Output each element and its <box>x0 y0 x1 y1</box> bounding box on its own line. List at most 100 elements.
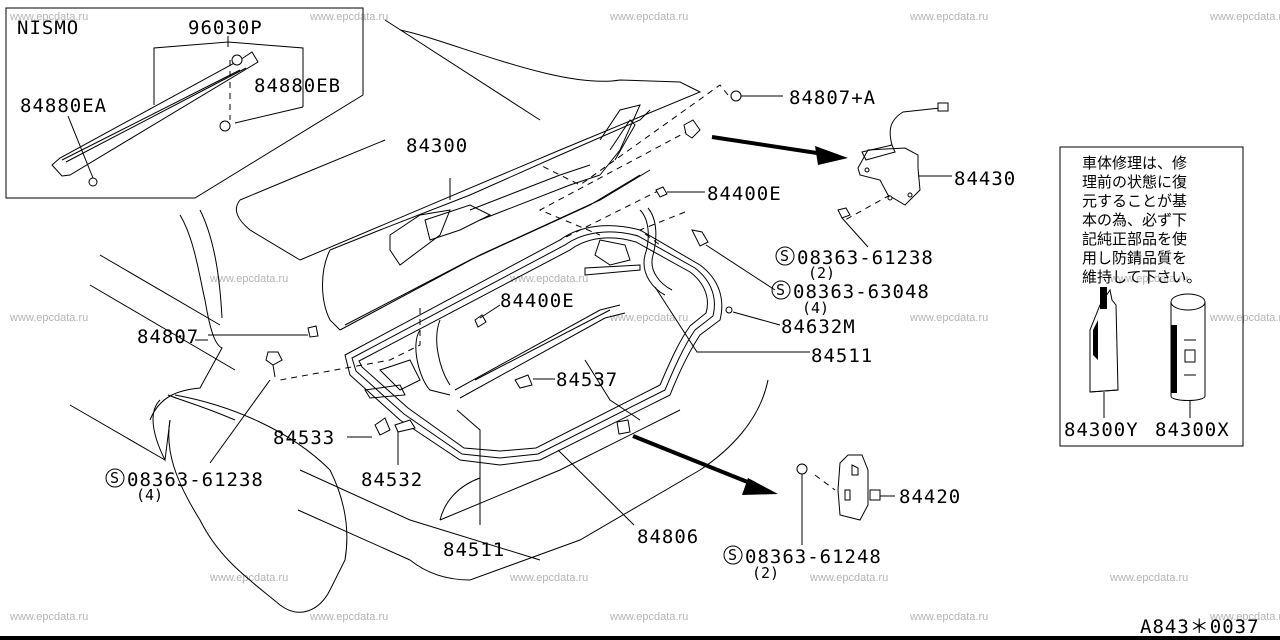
detail-arrows <box>632 135 848 495</box>
lock-connector <box>937 102 949 112</box>
grommet-84632M <box>725 306 733 314</box>
dashed-guides <box>229 60 891 491</box>
bumper-84400E-mid <box>474 314 487 328</box>
anti-rust-note-box: 車体修理は、修 理前の状態に復 元することが基 本の為、必ず下 記純正部品を使 … <box>1059 146 1244 447</box>
note-line: 記純正部品を使 <box>1082 230 1187 248</box>
bolt-63048 <box>691 229 709 247</box>
small-parts <box>195 90 810 526</box>
bumper-84400E-top <box>655 186 668 198</box>
arrow-head <box>815 146 848 165</box>
label-08363-61238-right[interactable]: 08363-61238 <box>797 247 934 269</box>
label-84532[interactable]: 84532 <box>361 469 423 491</box>
watermark: www.epcdata.ru <box>909 611 988 623</box>
rear-spoiler-stud <box>231 54 243 66</box>
watermark: www.epcdata.ru <box>309 11 388 23</box>
qty-08363-61238-left: (4) <box>136 486 163 504</box>
standard-part-symbol-text: S <box>110 469 119 487</box>
label-84420[interactable]: 84420 <box>899 486 961 508</box>
qty-08363-61248: (2) <box>752 564 779 582</box>
standard-part-symbol <box>723 545 743 565</box>
label-84632M[interactable]: 84632M <box>781 316 856 338</box>
watermark: www.epcdata.ru <box>1209 11 1280 23</box>
standard-part-symbol-text: S <box>728 546 737 564</box>
weatherstrip-84511 <box>344 225 723 466</box>
arrow-head <box>742 478 778 495</box>
label-84300[interactable]: 84300 <box>406 135 468 157</box>
striker-84420 <box>796 454 895 545</box>
watermark: www.epcdata.ru <box>909 312 988 324</box>
watermarks: www.epcdata.ru www.epcdata.ru www.epcdat… <box>9 11 1280 623</box>
label-84400E-mid[interactable]: 84400E <box>500 290 575 312</box>
lock-hole <box>864 167 870 173</box>
label-08363-63048[interactable]: 08363-63048 <box>793 281 930 303</box>
watermark: www.epcdata.ru <box>9 312 88 324</box>
car-body-outline <box>69 19 769 613</box>
clip-84807 <box>307 325 319 338</box>
bolt-61238-right <box>837 207 851 219</box>
striker-bracket <box>616 419 631 435</box>
watermark: www.epcdata.ru <box>209 273 288 285</box>
watermark: www.epcdata.ru <box>1209 611 1280 623</box>
bolt-61248 <box>796 463 808 475</box>
bolt-61238-left <box>265 351 283 366</box>
lock-hole <box>887 195 893 201</box>
spray-can-icon <box>1170 293 1206 418</box>
clip-84807A <box>730 90 742 102</box>
diagram-code: A843＊0037 <box>1140 616 1260 638</box>
watermark: www.epcdata.ru <box>609 312 688 324</box>
clip-84537 <box>514 374 533 389</box>
label-84807[interactable]: 84807 <box>137 326 199 348</box>
clip-84532 <box>394 419 416 433</box>
trunk-lid <box>322 104 651 331</box>
footer-bar <box>0 636 1280 640</box>
label-96030P: 96030P <box>188 17 263 39</box>
label-84400E-top[interactable]: 84400E <box>707 183 782 205</box>
lock-bracket <box>683 119 701 139</box>
label-84807A[interactable]: 84807+A <box>789 87 876 109</box>
watermark: www.epcdata.ru <box>1109 273 1188 285</box>
trunk-lock-84430 <box>837 102 952 248</box>
watermark: www.epcdata.ru <box>609 11 688 23</box>
label-08363-61238-left[interactable]: 08363-61238 <box>127 469 264 491</box>
label-84533[interactable]: 84533 <box>273 427 335 449</box>
inset-title: NISMO <box>17 17 79 39</box>
label-84806[interactable]: 84806 <box>637 526 699 548</box>
clip-84880EB <box>219 120 231 132</box>
part-labels: 84300 84807+A 84430 84400E S 08363-61238… <box>105 87 1016 582</box>
standard-part-symbol <box>105 468 125 488</box>
label-08363-61248[interactable]: 08363-61248 <box>745 546 882 568</box>
watermark: www.epcdata.ru <box>509 572 588 584</box>
watermark: www.epcdata.ru <box>909 11 988 23</box>
note-line: 本の為、必ず下 <box>1082 211 1187 229</box>
watermark: www.epcdata.ru <box>309 611 388 623</box>
note-line: 用し防錆品質を <box>1082 249 1187 267</box>
qty-08363-63048: (4) <box>802 299 829 317</box>
label-84537[interactable]: 84537 <box>556 369 618 391</box>
watermark: www.epcdata.ru <box>1209 312 1280 324</box>
watermark: www.epcdata.ru <box>609 611 688 623</box>
standard-part-symbol-text: S <box>780 247 789 265</box>
watermark: www.epcdata.ru <box>809 572 888 584</box>
standard-part-symbol-text: S <box>776 281 785 299</box>
watermark: www.epcdata.ru <box>9 611 88 623</box>
label-84880EA: 84880EA <box>20 95 107 117</box>
label-84880EB: 84880EB <box>254 75 341 97</box>
watermark: www.epcdata.ru <box>1109 572 1188 584</box>
clip-84880EA <box>88 177 98 187</box>
label-84430[interactable]: 84430 <box>954 168 1016 190</box>
label-84511-right[interactable]: 84511 <box>811 345 873 367</box>
watermark: www.epcdata.ru <box>509 273 588 285</box>
note-line: 元することが基 <box>1082 192 1187 210</box>
label-84300X[interactable]: 84300X <box>1155 419 1230 441</box>
hook-84533 <box>374 417 391 436</box>
note-line: 理前の状態に復 <box>1082 173 1187 191</box>
note-line: 車体修理は、修 <box>1082 154 1187 172</box>
sealer-tube-icon <box>1089 287 1119 418</box>
standard-part-symbol <box>775 246 795 266</box>
label-84511-bottom[interactable]: 84511 <box>443 539 505 561</box>
torsion-bars <box>364 207 673 399</box>
standard-part-symbol <box>771 280 791 300</box>
label-84300Y[interactable]: 84300Y <box>1064 419 1139 441</box>
note-frame <box>1059 146 1244 447</box>
